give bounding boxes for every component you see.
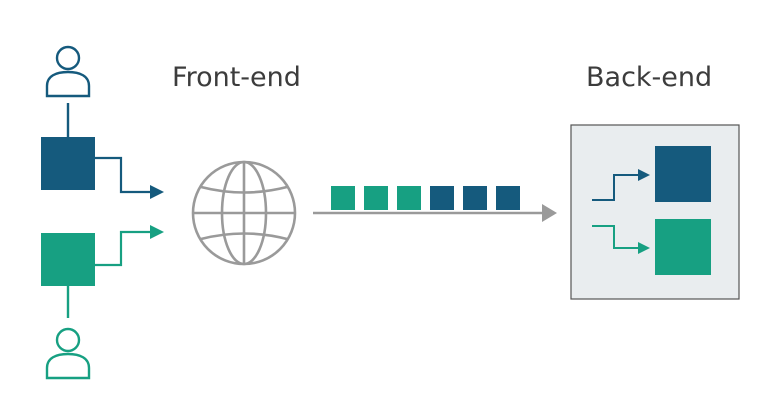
user-icon-top	[45, 45, 91, 98]
backend-arrow-head-navy	[638, 169, 650, 181]
queue-item	[364, 186, 388, 210]
arrow-head-navy	[150, 185, 164, 199]
globe-icon	[191, 160, 297, 266]
backend-box-navy	[655, 146, 711, 202]
back-end-label: Back-end	[586, 62, 713, 93]
client-arrow-navy	[95, 156, 152, 194]
queue-item	[331, 186, 355, 210]
queue-item	[397, 186, 421, 210]
client-box-navy	[41, 137, 95, 190]
arrow-head-teal	[150, 225, 164, 239]
user-icon-bottom	[45, 327, 91, 380]
client-arrow-teal	[95, 230, 152, 267]
client-box-teal	[41, 233, 95, 286]
queue-item	[430, 186, 454, 210]
message-queue	[331, 186, 520, 210]
backend-arrow-navy	[592, 174, 640, 201]
queue-arrow-head	[542, 204, 557, 222]
backend-arrow-head-teal	[638, 242, 650, 254]
queue-item	[463, 186, 487, 210]
queue-item	[496, 186, 520, 210]
front-end-label: Front-end	[172, 62, 301, 93]
backend-arrow-teal	[592, 225, 640, 249]
backend-box-teal	[655, 219, 711, 275]
